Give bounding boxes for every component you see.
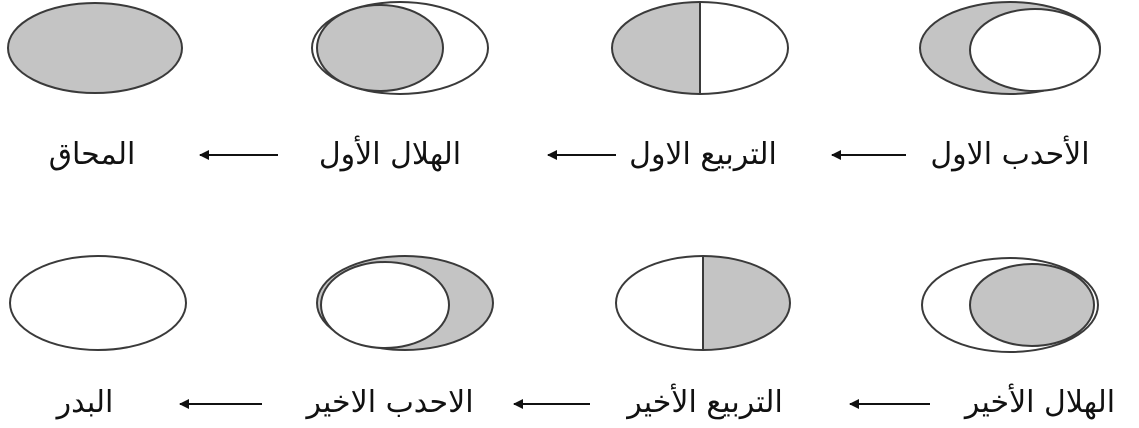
phase-label: الهلال الأخير bbox=[963, 382, 1115, 420]
phase-label: البدر bbox=[55, 385, 114, 420]
phase-label: المحاق bbox=[49, 137, 136, 172]
phase-label: التربيع الأخير bbox=[625, 382, 783, 420]
phase-label: الهلال الأول bbox=[319, 134, 461, 172]
phase-first-quarter-icon bbox=[611, 1, 789, 95]
phase-new-moon-icon bbox=[7, 2, 183, 94]
phase-label: الاحدب الاخير bbox=[304, 385, 473, 420]
phase-waxing-gibbous-icon bbox=[919, 1, 1101, 95]
phase-label: التربيع الاول bbox=[629, 137, 777, 172]
phase-last-quarter-icon bbox=[615, 255, 791, 351]
phase-full-moon-icon bbox=[9, 255, 187, 351]
phase-first-crescent-icon bbox=[311, 1, 489, 95]
phase-label: الأحدب الاول bbox=[930, 134, 1089, 172]
phase-last-crescent-icon bbox=[921, 257, 1099, 353]
phase-waning-gibbous-icon bbox=[316, 255, 494, 351]
